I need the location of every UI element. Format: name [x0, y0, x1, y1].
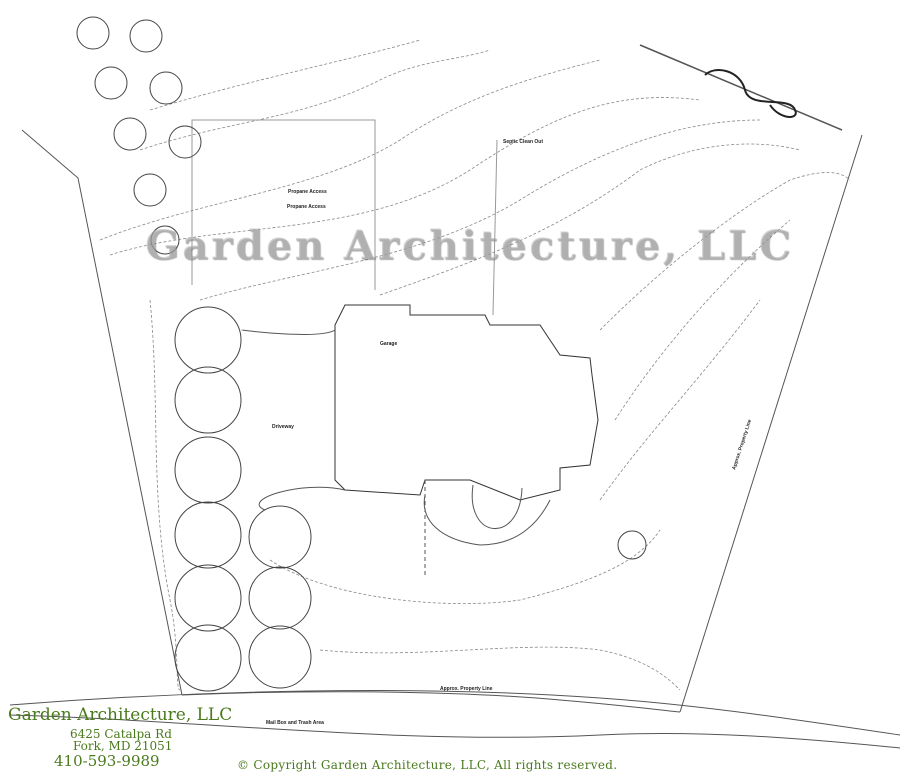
copyright: © Copyright Garden Architecture, LLC, Al…	[237, 758, 618, 772]
north-arrow-icon	[704, 69, 797, 118]
label-garage: Garage	[380, 341, 397, 347]
road-edge	[9, 690, 900, 736]
city-address: Fork, MD 21051	[73, 739, 173, 753]
driveway	[241, 329, 551, 546]
street-address: 6425 Catalpa Rd	[70, 727, 172, 741]
label-propane-1: Propane Access	[288, 189, 327, 195]
property-line	[21, 129, 183, 696]
road-edge-2	[9, 714, 900, 749]
septic-line	[492, 139, 498, 316]
field-outline	[191, 119, 376, 290]
watermark: Garden Architecture, LLC	[145, 222, 794, 269]
phone-number: 410-593-9989	[54, 752, 160, 770]
property-line-right	[679, 134, 863, 713]
label-propane-2: Propane Access	[287, 204, 326, 210]
label-septic: Septic Clean Out	[503, 139, 543, 145]
label-mailbox: Mail Box and Trash Area	[266, 720, 324, 726]
trees	[76, 16, 647, 692]
patio-arc	[471, 484, 523, 529]
label-right-property-line: Approx. Property Line	[731, 419, 753, 471]
north-line	[639, 44, 843, 131]
company-name: Garden Architecture, LLC	[8, 705, 233, 725]
house-outline	[334, 304, 599, 501]
property-line-bottom	[181, 691, 681, 713]
contour-lines	[99, 39, 851, 691]
label-property-line: Approx. Property Line	[440, 686, 493, 692]
label-driveway: Driveway	[272, 424, 294, 430]
